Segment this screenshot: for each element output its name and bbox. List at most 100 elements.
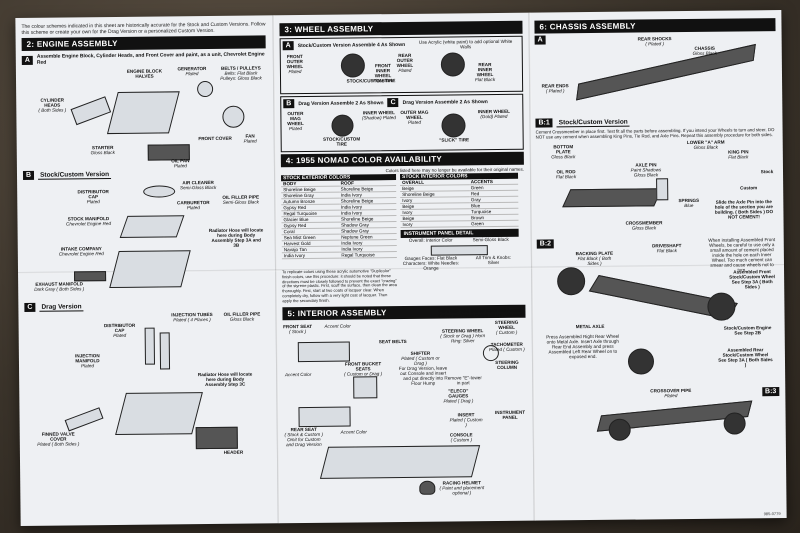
step-tag: A — [534, 35, 546, 45]
callout: Remove "E"-tower in part — [444, 374, 482, 385]
color-paragraph: To replicate colors using these acrylic … — [282, 268, 397, 304]
bucket-seat-part — [353, 375, 378, 399]
engine-column: The colour schemes indicated in this she… — [21, 21, 270, 520]
step-instruction: Assemble Engine Block, Cylinder Heads, a… — [36, 51, 265, 66]
tire-part — [441, 113, 466, 138]
chassis-step-b1: B:1 Stock/Custom Version — [535, 116, 776, 128]
table-cell: Green — [469, 220, 519, 227]
wheel-part — [723, 412, 746, 436]
callout: Paint both your Interior Color and Accen… — [438, 307, 522, 319]
engine-step-a: A Assemble Engine Block, Cylinder Heads,… — [21, 51, 266, 66]
generator-part — [197, 80, 214, 98]
callout: Accent Color — [284, 371, 312, 377]
callout: All Trim & Knobs: Silver — [475, 254, 512, 266]
table-cell: India Ivory — [281, 252, 340, 259]
engine-a-diagram: CYLINDER HEADS( Both Sides ) ENGINE BLOC… — [22, 65, 267, 168]
chassis-frame-part — [576, 43, 756, 101]
engine-part — [109, 250, 191, 289]
instrument-panel-diagram: Overall: Interior Color Semi-Gloss Black… — [401, 236, 519, 271]
engine-block-part — [106, 91, 180, 135]
step-title: Stock/Custom Version Assemble 4 As Shown — [297, 41, 406, 49]
callout: Semi-Gloss Black — [472, 236, 509, 243]
engine-step-c: C Drag Version — [24, 300, 268, 312]
instruction-sheet: The colour schemes indicated in this she… — [15, 10, 787, 526]
callout: Radiator Hose will locate here during Bo… — [197, 371, 253, 388]
step-tag: B:1 — [535, 118, 553, 128]
step-title: Drag Version Assemble 2 As Shown — [298, 99, 384, 107]
callout: Gauges Faces: Flat Black Characters: Whi… — [402, 255, 460, 271]
racing-helmet-part — [419, 480, 436, 495]
step-tag: B:2 — [536, 239, 555, 249]
injection-tube-part — [159, 332, 171, 370]
chassis-section-title: 6: CHASSIS ASSEMBLY — [534, 18, 776, 34]
callout: STEERING WHEEL( Custom ) — [494, 319, 519, 335]
callout: METAL AXLE — [575, 324, 605, 330]
wheel-part — [608, 419, 631, 442]
step-tag: B:3 — [761, 387, 780, 397]
callout: Accent Color — [324, 323, 351, 329]
step-title: Drag Version Assemble 2 As Shown — [402, 98, 488, 106]
callout: STEERING COLUMN — [495, 359, 519, 370]
callout: RACING HELMET( Paint and placement optio… — [439, 479, 485, 496]
callout: FRONT BUCKET SEATS( Custom or Drag ) — [344, 360, 383, 377]
front-seat-part — [297, 341, 350, 362]
callout: FRONT COVER — [198, 135, 232, 142]
step-tag: C — [24, 302, 36, 312]
callout: REAR ENDS( Plated ) — [541, 83, 569, 94]
callout: Assembled Front Stock/Custom Wheel See S… — [729, 269, 775, 290]
callout: Assembled Rear Stock/Custom Wheel See St… — [718, 347, 773, 368]
tire-part — [331, 114, 354, 137]
callout: Stock/Custom Engine See Step 2B — [723, 325, 772, 336]
cylinder-head-part — [70, 96, 112, 126]
front-suspension-part — [562, 188, 663, 208]
callout: INNER WHEEL(Shadow) Plated — [361, 110, 396, 121]
engine-step-b: B Stock/Custom Version — [22, 168, 267, 180]
part-number: 985-0779 — [763, 511, 781, 517]
rear-seat-part — [298, 406, 351, 427]
exhaust-manifold-part — [74, 271, 107, 282]
callout: Use Acrylic (white paint) to add optiona… — [418, 38, 513, 50]
callout: Slide the Axle Pin into the hole of the … — [714, 199, 774, 220]
callout: For Drag Version, leave out Console and … — [398, 365, 448, 386]
tub-part — [319, 444, 481, 479]
step-title: Stock/Custom Version — [38, 170, 112, 180]
callout: FRONT SEAT( Stock ) — [283, 323, 313, 334]
callout: CYLINDER HEADS( Both Sides ) — [38, 97, 67, 113]
spring-part — [656, 178, 669, 201]
step-tag: B — [283, 99, 295, 109]
